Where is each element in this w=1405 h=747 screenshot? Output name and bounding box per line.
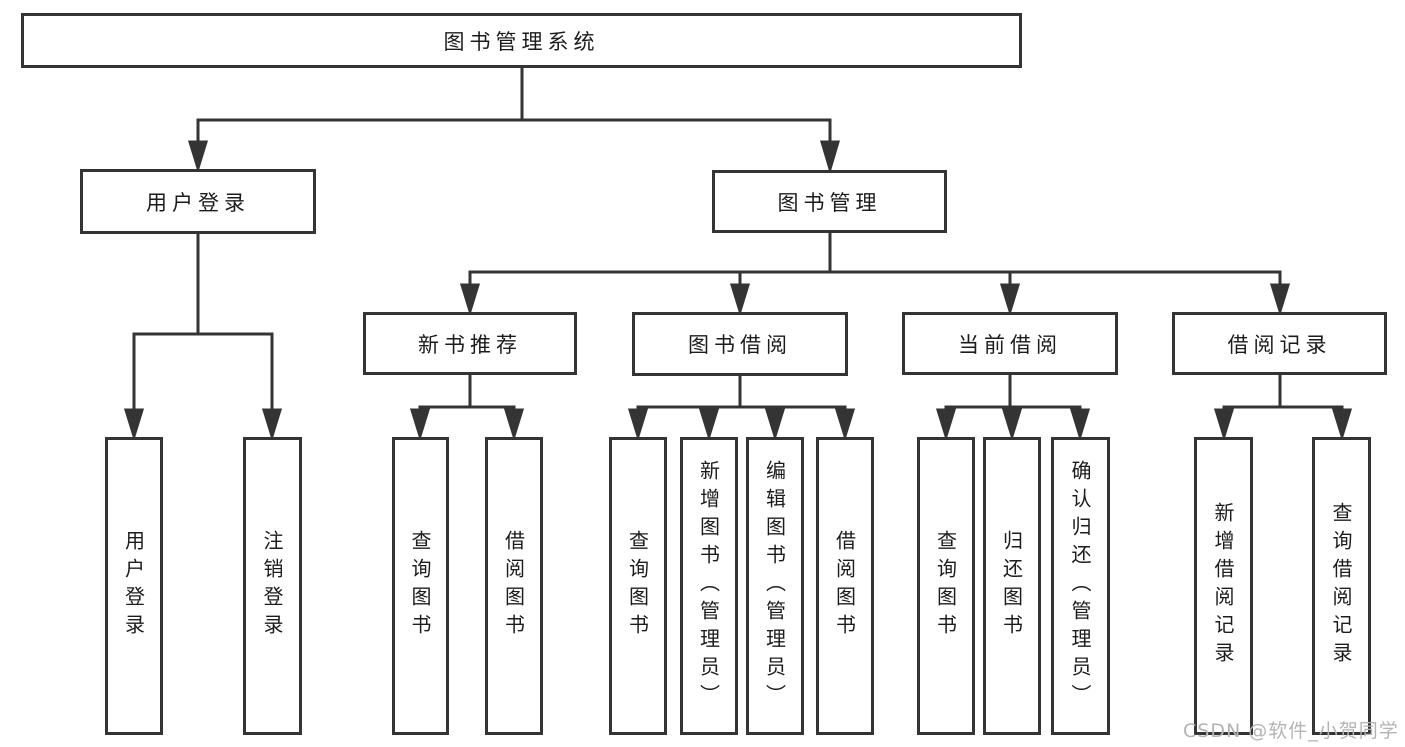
node-leaf-add-borrow-record-label: 新增借阅记录	[1211, 502, 1235, 670]
node-book-management-label: 图书管理	[777, 190, 882, 215]
node-book-borrow-label: 图书借阅	[688, 333, 792, 357]
node-leaf-newbook-query: 查询图书	[392, 437, 449, 735]
node-current-borrow: 当前借阅	[902, 312, 1118, 375]
node-leaf-user-login-label: 用户登录	[121, 530, 146, 642]
node-new-book-recommend: 新书推荐	[363, 312, 577, 375]
connector-borrow-records-branch	[1213, 375, 1353, 442]
node-leaf-confirm-return-admin-label: 确认归还（管理员）	[1068, 460, 1092, 712]
node-borrow-records: 借阅记录	[1172, 312, 1387, 375]
node-leaf-borrow-query-label: 查询图书	[625, 530, 650, 642]
node-leaf-borrow-book: 借阅图书	[816, 437, 874, 735]
connector-book-management-branch	[459, 233, 1291, 317]
node-leaf-edit-book-admin: 编辑图书（管理员）	[746, 437, 804, 735]
node-leaf-query-borrow-record: 查询借阅记录	[1312, 437, 1371, 735]
node-leaf-newbook-query-label: 查询图书	[408, 530, 432, 642]
node-leaf-newbook-borrow: 借阅图书	[485, 437, 543, 735]
node-leaf-add-book-admin: 新增图书（管理员）	[680, 437, 738, 735]
node-leaf-borrow-query: 查询图书	[609, 437, 667, 735]
node-leaf-edit-book-admin-label: 编辑图书（管理员）	[762, 460, 787, 712]
node-leaf-logout-label: 注销登录	[260, 530, 284, 642]
connector-book-borrow-branch	[627, 376, 856, 442]
node-root-label: 图书管理系统	[443, 29, 600, 54]
node-leaf-current-query-label: 查询图书	[933, 530, 958, 642]
node-leaf-return-book-label: 归还图书	[999, 530, 1024, 642]
node-leaf-return-book: 归还图书	[983, 437, 1041, 735]
node-book-borrow: 图书借阅	[632, 312, 848, 376]
node-leaf-user-login: 用户登录	[105, 437, 163, 735]
node-leaf-query-borrow-record-label: 查询借阅记录	[1329, 502, 1353, 670]
node-leaf-borrow-book-label: 借阅图书	[832, 530, 857, 642]
node-leaf-add-borrow-record: 新增借阅记录	[1194, 437, 1253, 735]
connector-new-book-branch	[409, 375, 525, 442]
node-current-borrow-label: 当前借阅	[958, 332, 1062, 357]
node-borrow-records-label: 借阅记录	[1227, 332, 1332, 357]
connector-root-to-level2	[187, 68, 841, 175]
node-book-management: 图书管理	[712, 170, 947, 233]
csdn-watermark: CSDN @软件_小贺同学	[1183, 720, 1399, 742]
node-leaf-logout: 注销登录	[243, 437, 302, 735]
node-leaf-confirm-return-admin: 确认归还（管理员）	[1051, 437, 1110, 735]
node-new-book-recommend-label: 新书推荐	[418, 332, 522, 357]
node-user-login: 用户登录	[80, 169, 316, 234]
connector-current-borrow-branch	[935, 375, 1091, 442]
node-leaf-newbook-borrow-label: 借阅图书	[501, 530, 526, 642]
node-user-login-label: 用户登录	[146, 190, 250, 215]
node-root: 图书管理系统	[21, 13, 1022, 68]
connector-user-login-branch	[123, 234, 283, 442]
node-leaf-current-query: 查询图书	[917, 437, 975, 735]
node-leaf-add-book-admin-label: 新增图书（管理员）	[696, 460, 721, 712]
